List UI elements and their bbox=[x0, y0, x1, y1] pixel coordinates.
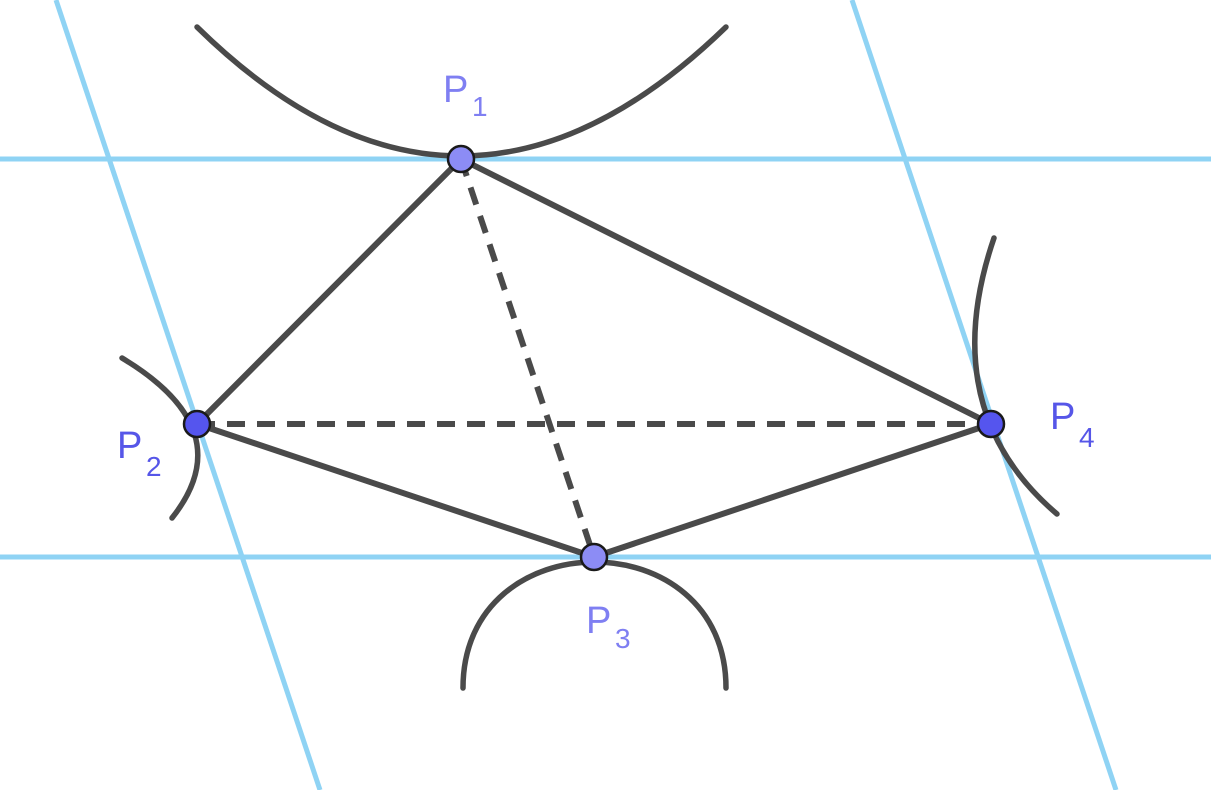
point-p2[interactable] bbox=[182, 409, 212, 439]
label-p2: P 2 bbox=[117, 425, 162, 482]
svg-text:P: P bbox=[443, 69, 468, 111]
edge-p3-p4 bbox=[591, 421, 994, 560]
svg-text:1: 1 bbox=[472, 91, 488, 122]
label-p4: P 4 bbox=[1050, 396, 1095, 453]
guide-line-slanted-right bbox=[849, 0, 1119, 790]
arc-p4 bbox=[972, 235, 1060, 517]
point-p1[interactable] bbox=[446, 144, 476, 174]
label-p3: P 3 bbox=[586, 600, 631, 654]
edge-p1-p4 bbox=[458, 156, 994, 427]
guide-line-slanted-left bbox=[53, 0, 323, 790]
svg-text:3: 3 bbox=[615, 623, 631, 654]
point-p3[interactable] bbox=[579, 542, 609, 572]
svg-text:P: P bbox=[117, 425, 142, 467]
svg-text:4: 4 bbox=[1079, 422, 1095, 453]
label-p1: P 1 bbox=[443, 69, 488, 122]
edge-p2-p3 bbox=[194, 421, 597, 560]
edge-p1-p3-dashed bbox=[458, 158, 597, 558]
svg-text:P: P bbox=[1050, 396, 1075, 438]
edge-p1-p2 bbox=[194, 156, 464, 427]
point-p4[interactable] bbox=[976, 409, 1006, 439]
svg-text:2: 2 bbox=[146, 451, 162, 482]
svg-text:P: P bbox=[586, 600, 611, 642]
